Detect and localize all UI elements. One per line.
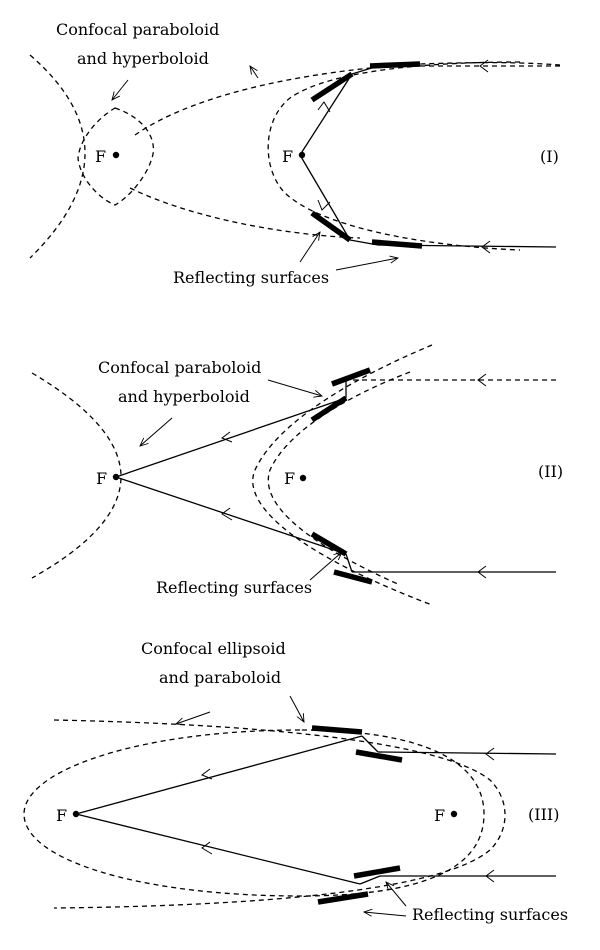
panel-2: F F Confocal paraboloid and hyperboloid … [31, 344, 563, 606]
top-label-line2: and hyperboloid [118, 387, 250, 406]
top-label-line2: and hyperboloid [77, 49, 209, 68]
focus-label-left: F [56, 806, 67, 825]
panel-numeral: (II) [538, 462, 563, 481]
hyperbola-left-branch [29, 54, 86, 259]
arrow-mark [317, 101, 331, 113]
pointer-line [112, 79, 129, 100]
paraboloid-curve [267, 61, 521, 251]
arrow-mark [200, 768, 213, 780]
arrow-mark [201, 841, 213, 855]
hyperboloid-oval [77, 107, 154, 206]
mirror-top-1 [369, 61, 421, 69]
focus-point-left [112, 151, 120, 159]
focus-label-left: F [95, 147, 106, 166]
arrow-mark [485, 747, 495, 761]
ray-segment [359, 875, 381, 885]
ray-segment [361, 735, 379, 753]
top-label-line1: Confocal paraboloid [56, 20, 219, 39]
focus-label-right: F [282, 147, 293, 166]
panel-numeral: (III) [528, 805, 559, 824]
arrow-mark [220, 431, 233, 443]
top-label-line1: Confocal paraboloid [98, 358, 261, 377]
arrow-mark [485, 869, 495, 883]
focus-point-left [72, 810, 80, 818]
arrow-mark [221, 507, 233, 521]
ray-segment [345, 553, 353, 573]
ellipsoid-curve [23, 729, 485, 897]
pointer-line [299, 232, 320, 263]
paraboloid-curve [53, 719, 506, 909]
mirror-top-2 [310, 395, 348, 423]
paraboloid-outer [252, 344, 433, 606]
panel-1: F F Confocal paraboloid and hyperboloid … [29, 20, 561, 287]
pointer-line [289, 695, 304, 722]
mirror-bottom-2 [317, 891, 369, 905]
focus-label-right: F [284, 469, 295, 488]
panel-3: F F Confocal ellipsoid and paraboloid (I… [23, 639, 568, 924]
focus-point-left [112, 473, 120, 481]
reflected-ray-bottom [75, 813, 361, 885]
focus-point-right [450, 810, 458, 818]
mirror-bottom-2 [333, 569, 373, 585]
mirror-top-1 [331, 367, 371, 387]
focus-label-left: F [96, 469, 107, 488]
pointer-line [309, 552, 342, 581]
pointer-line [267, 379, 322, 396]
pointer-line [140, 417, 173, 446]
pointer-line [386, 882, 407, 907]
arrow-mark [477, 373, 487, 387]
mirror-bottom-1 [353, 865, 401, 879]
pointer-line [176, 711, 211, 724]
arrow-mark [477, 565, 487, 579]
mirror-bottom-2 [371, 239, 423, 249]
reflected-ray-top [115, 397, 347, 478]
pointer-line [250, 66, 259, 79]
focus-label-right: F [434, 806, 445, 825]
reflected-ray-top [75, 735, 363, 815]
bottom-label: Reflecting surfaces [173, 268, 329, 287]
bottom-label: Reflecting surfaces [156, 578, 312, 597]
arrow-mark [317, 199, 331, 211]
reflected-ray-bottom [115, 476, 347, 555]
paraboloid-outer [134, 61, 561, 136]
arrow-mark [479, 59, 489, 73]
panel-numeral: (I) [540, 147, 559, 166]
pointer-line [364, 912, 407, 916]
arrow-mark [481, 240, 491, 254]
mirror-top-2 [355, 749, 403, 763]
focus-point-right [298, 151, 306, 159]
paraboloid-outer-lower [129, 187, 361, 239]
pointer-line [335, 258, 398, 271]
bottom-label: Reflecting surfaces [412, 905, 568, 924]
mirror-bottom-1 [310, 210, 352, 243]
hyperbola-left-branch [31, 372, 122, 579]
mirror-top-2 [310, 71, 354, 103]
top-label-line1: Confocal ellipsoid [141, 639, 286, 658]
incoming-ray-top [377, 751, 557, 755]
top-label-line2: and paraboloid [159, 668, 281, 687]
mirror-top-1 [311, 725, 363, 735]
reflected-ray-top [299, 73, 353, 156]
focus-point-right [299, 474, 307, 482]
mirror-bottom-1 [310, 531, 348, 557]
reflected-ray-bottom [299, 154, 351, 241]
